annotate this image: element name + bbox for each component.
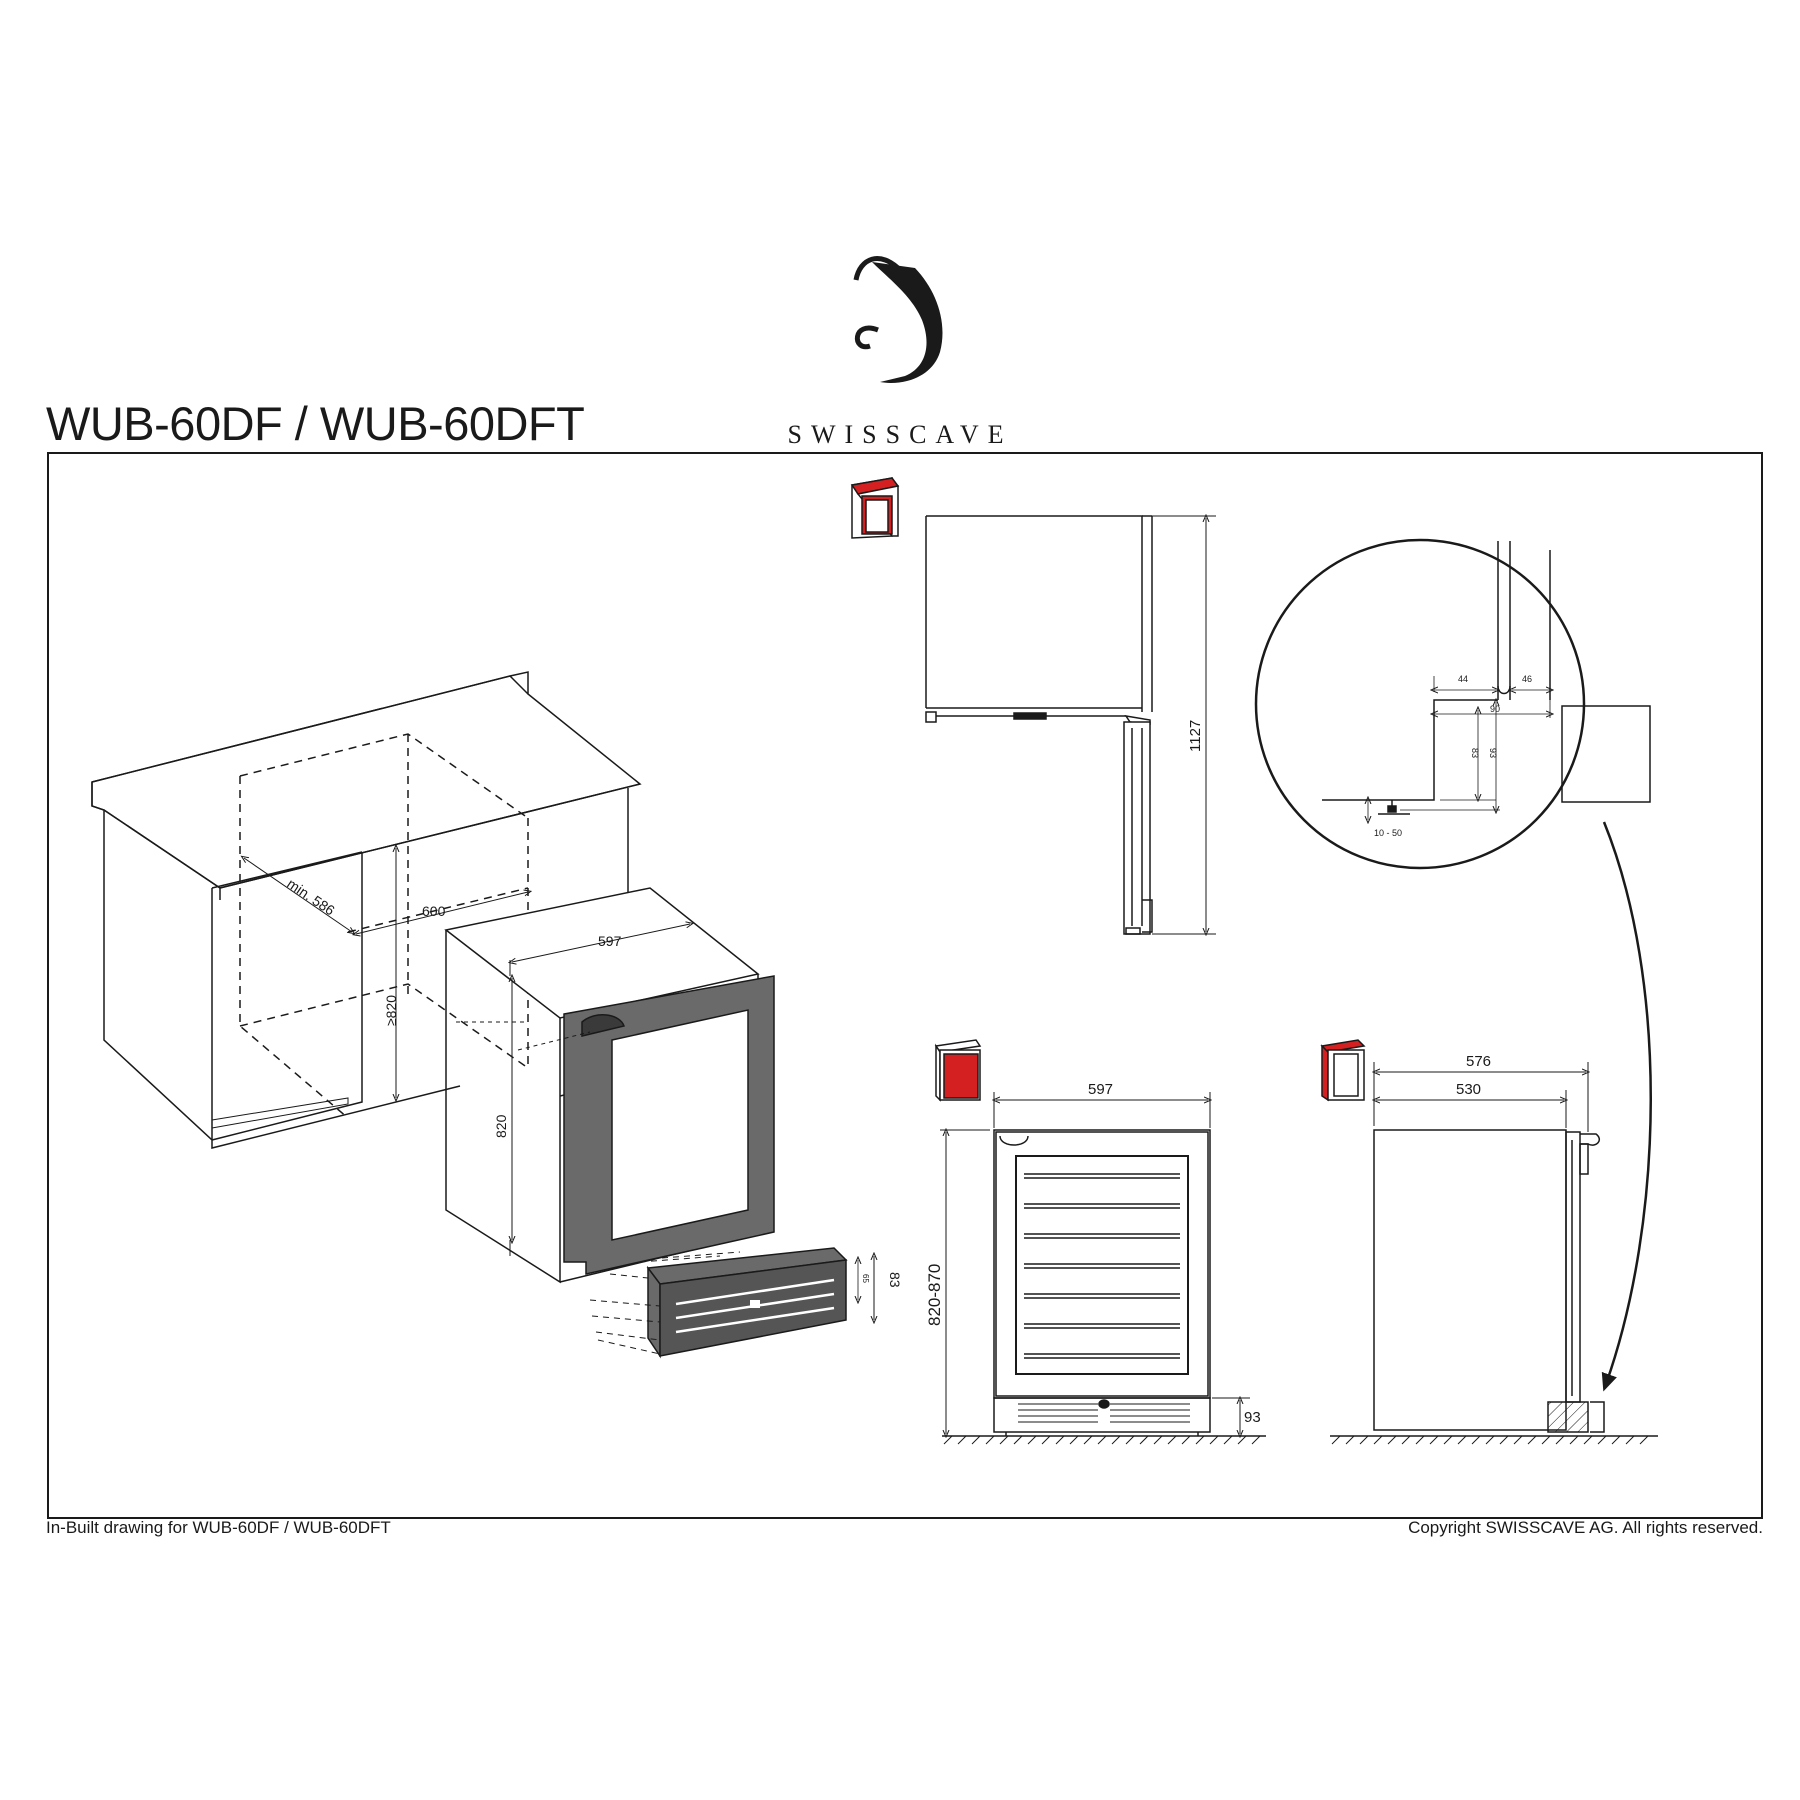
dim-plinth-small: 65: [861, 1274, 870, 1283]
detail-view: [1254, 538, 1651, 870]
dim-range: 10 - 50: [1374, 828, 1402, 838]
dim-44: 44: [1458, 674, 1468, 684]
view-indicator-side-icon: [1320, 1039, 1366, 1102]
dim-front-plinth: 93: [1244, 1409, 1261, 1426]
dim-niche-width: 600: [422, 903, 446, 919]
dim-93: 93: [1488, 748, 1498, 758]
dim-side-body-depth: 530: [1456, 1081, 1481, 1098]
dim-plinth-height: 83: [887, 1272, 903, 1288]
copyright-notice: Copyright SWISSCAVE AG. All rights reser…: [1408, 1518, 1763, 1537]
isometric-view: [91, 671, 874, 1359]
detail-pointer-arrow: [1601, 821, 1652, 1392]
dim-front-height: 820-870: [925, 1264, 944, 1326]
dim-side-total-depth: 576: [1466, 1053, 1491, 1070]
dim-83: 83: [1470, 748, 1480, 758]
swisscave-s-logo-icon: [853, 256, 943, 383]
front-dimensions: 597 820-870 93: [925, 1081, 1261, 1426]
side-dimensions: 576 530: [1456, 1053, 1491, 1098]
footer-caption: In-Built drawing for WUB-60DF / WUB-60DF…: [46, 1518, 391, 1537]
top-view: [850, 477, 1216, 934]
dim-front-width: 597: [1088, 1081, 1113, 1098]
drawing-frame: [47, 452, 1763, 1519]
dim-unit-width: 597: [598, 933, 622, 949]
dim-46: 46: [1522, 674, 1532, 684]
dim-niche-height: ≥820: [383, 995, 399, 1026]
model-title: WUB-60DF / WUB-60DFT: [46, 397, 585, 450]
detail-dimensions: 44 46 90 83 93 10 - 50: [1374, 674, 1532, 838]
side-view: [1320, 1039, 1658, 1445]
dim-min-depth: min. 586: [284, 875, 338, 918]
dim-90: 90: [1490, 704, 1500, 714]
view-indicator-front-icon: [934, 1039, 982, 1102]
view-indicator-top-icon: [850, 477, 900, 539]
dim-open-door-depth: 1127: [1187, 720, 1204, 752]
brand-name: SWISSCAVE: [787, 420, 1013, 449]
dim-unit-height: 820: [493, 1114, 509, 1138]
front-view: [934, 1039, 1266, 1445]
